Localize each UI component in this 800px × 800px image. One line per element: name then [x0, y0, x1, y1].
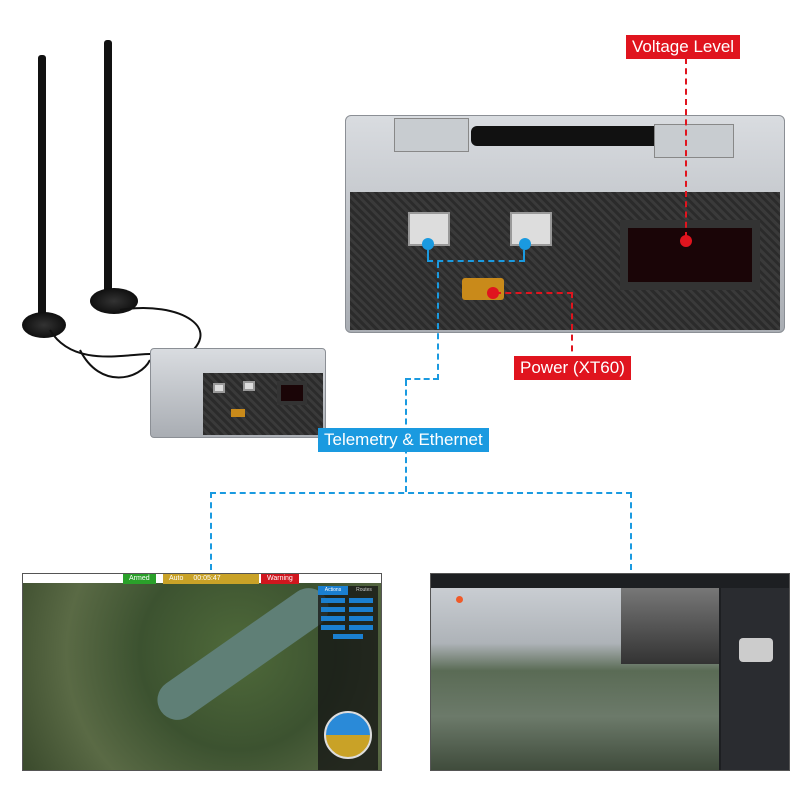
- voltage-marker: [680, 235, 692, 247]
- antenna-left: [38, 55, 46, 320]
- record-indicator: [456, 596, 463, 603]
- handle-bracket: [654, 124, 734, 158]
- flight-mode: Auto: [169, 575, 184, 582]
- attitude-indicator: [324, 711, 372, 759]
- power-marker: [487, 287, 499, 299]
- telemetry-marker: [422, 238, 434, 250]
- small-unit-panel: [203, 373, 323, 435]
- gimbal-joystick[interactable]: [739, 638, 773, 662]
- xt60-port: [231, 409, 245, 417]
- action-button[interactable]: [349, 598, 373, 603]
- voltage-level-label: Voltage Level: [626, 35, 741, 59]
- video-gcs-screenshot: [430, 573, 790, 771]
- mode-status: Auto 00:05:47: [163, 574, 259, 584]
- ethernet-port: [243, 381, 255, 391]
- antenna-right: [104, 40, 112, 295]
- flight-timer: 00:05:47: [193, 575, 221, 582]
- voltage-line: [685, 58, 687, 238]
- action-button[interactable]: [321, 598, 345, 603]
- telemetry-ethernet-label: Telemetry & Ethernet: [318, 428, 489, 452]
- main-unit: [345, 115, 785, 333]
- action-button[interactable]: [333, 634, 363, 639]
- port-link-line: [427, 250, 525, 262]
- handle: [471, 126, 661, 146]
- split-line: [210, 492, 632, 570]
- river: [149, 580, 337, 728]
- ethernet-marker: [519, 238, 531, 250]
- handle-bracket: [394, 118, 469, 152]
- power-xt60-label: Power (XT60): [514, 356, 631, 380]
- antenna-base-left: [22, 312, 66, 338]
- voltage-display: [277, 381, 307, 405]
- armed-status: Armed: [123, 574, 156, 584]
- ethernet-port-2: [510, 212, 552, 246]
- action-button[interactable]: [349, 607, 373, 612]
- warning-status: Warning: [261, 574, 299, 584]
- gcs-map-screenshot: Armed Auto 00:05:47 Warning Actions Rout…: [22, 573, 382, 771]
- action-button[interactable]: [321, 625, 345, 630]
- tab-actions[interactable]: Actions: [318, 586, 348, 595]
- action-button[interactable]: [321, 616, 345, 621]
- thermal-pip: [621, 588, 719, 664]
- voltage-display: [620, 220, 760, 290]
- power-line: [495, 292, 573, 362]
- actions-panel: Actions Routes: [318, 586, 378, 770]
- action-button[interactable]: [349, 616, 373, 621]
- telemetry-line: [405, 262, 439, 380]
- tab-routes[interactable]: Routes: [356, 587, 372, 593]
- action-button[interactable]: [321, 607, 345, 612]
- control-panel: [721, 588, 789, 770]
- small-unit: [150, 348, 326, 438]
- ethernet-port: [213, 383, 225, 393]
- main-unit-panel: [350, 192, 780, 330]
- action-button[interactable]: [349, 625, 373, 630]
